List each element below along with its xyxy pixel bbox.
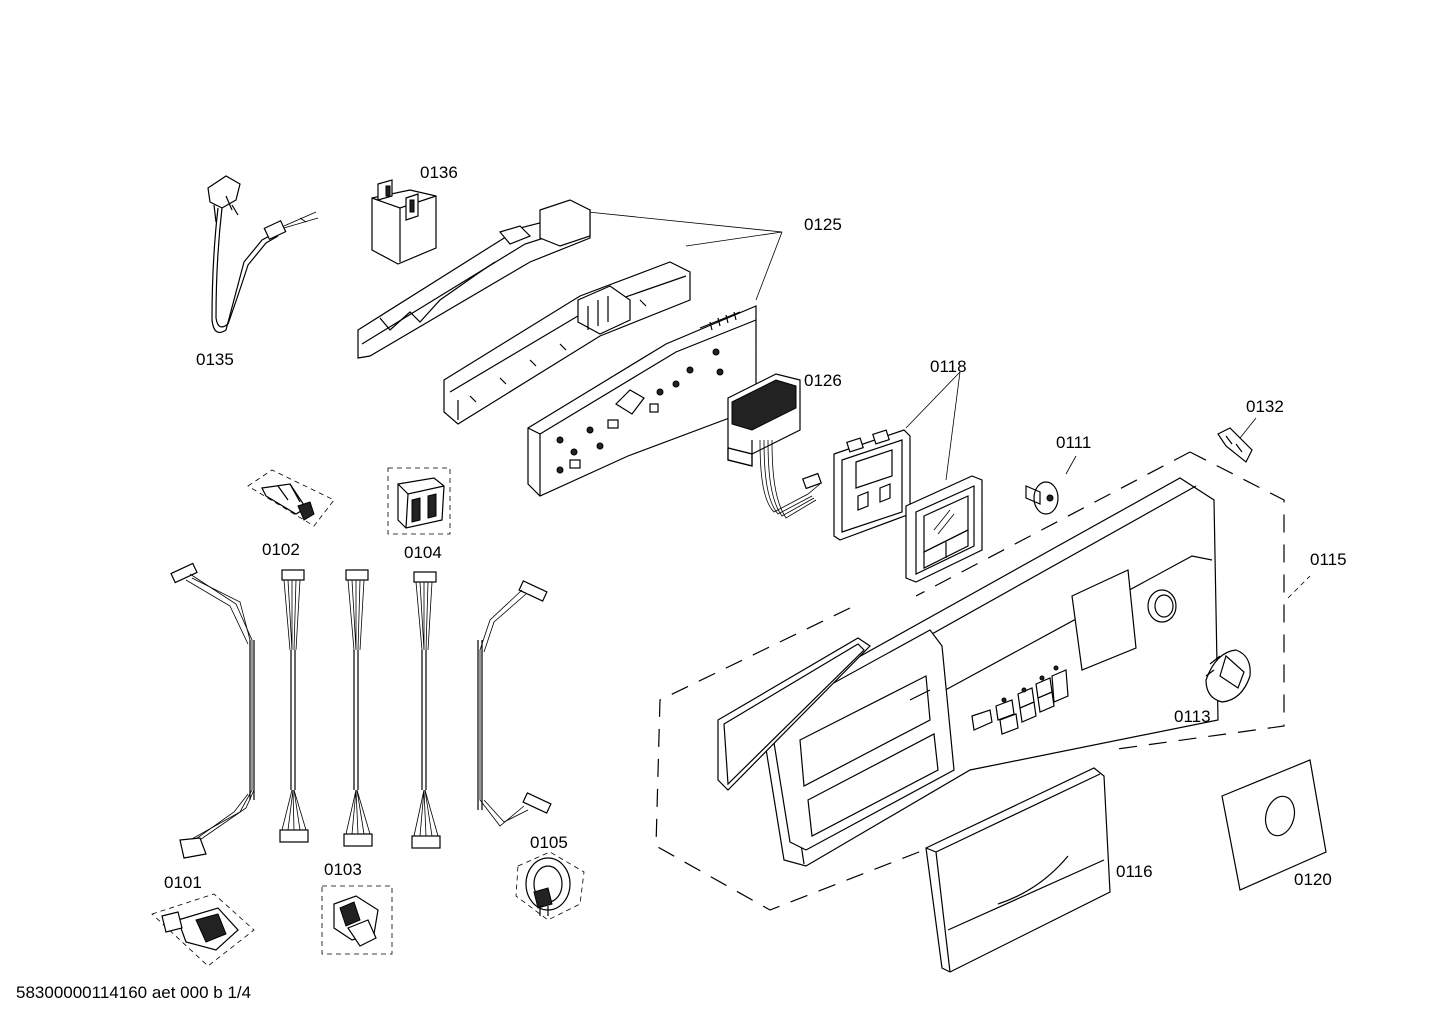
label-0105: 0105 (530, 833, 568, 852)
part-0125-wiring-rail (357, 199, 591, 359)
label-0111: 0111 (1056, 433, 1091, 452)
leader-lines-0125 (587, 211, 783, 301)
label-0115: 0115 (1310, 550, 1347, 569)
part-harness-2 (279, 569, 309, 843)
label-0116: 0116 (1116, 862, 1153, 881)
part-0102-sensor (247, 469, 335, 527)
part-0126-display-module (727, 373, 822, 519)
part-harness-3 (343, 569, 373, 847)
label-0101: 0101 (164, 873, 202, 892)
label-0120: 0120 (1294, 870, 1332, 889)
part-0113-program-knob (1205, 649, 1251, 703)
label-0135: 0135 (196, 350, 234, 369)
part-0105-pressure-switch (515, 851, 585, 921)
label-0102: 0102 (262, 540, 300, 559)
part-0125-control-board (527, 305, 757, 497)
label-0132: 0132 (1246, 397, 1284, 416)
part-0103-valve (321, 885, 393, 955)
label-0113: 0113 (1174, 707, 1211, 726)
part-harness-4 (411, 571, 441, 849)
part-0136-filter (371, 179, 437, 265)
part-0116-drawer-panel (925, 767, 1111, 973)
drawing-number: 58300000114160 aet 000 b 1/4 (16, 983, 251, 1002)
label-0118: 0118 (930, 357, 967, 376)
part-0118-display-frame (833, 371, 983, 583)
part-0101-harness-left (170, 562, 255, 859)
part-0132-clip (1217, 417, 1257, 463)
part-0120-cover-plate (1221, 759, 1327, 891)
part-0101-valve (151, 893, 255, 967)
label-0125: 0125 (804, 215, 842, 234)
part-0125-housing-tray (443, 261, 691, 425)
part-0115-control-panel (655, 451, 1311, 911)
label-0103: 0103 (324, 860, 362, 879)
label-0104: 0104 (404, 543, 442, 562)
part-0135-power-cord (207, 175, 319, 333)
part-harness-right (477, 580, 552, 827)
label-0126: 0126 (804, 371, 842, 390)
label-0136: 0136 (420, 163, 458, 182)
part-0104-relay (387, 467, 451, 535)
part-0111-knob-shaft (1025, 455, 1077, 515)
